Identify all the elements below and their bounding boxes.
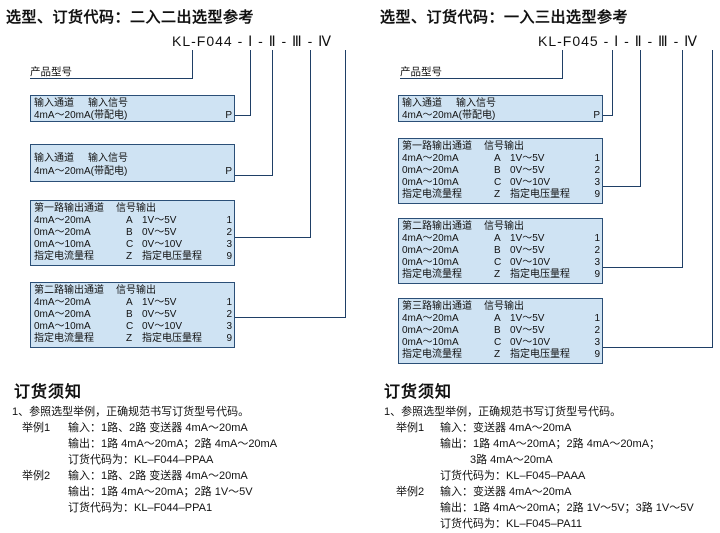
left-connector-2h <box>234 175 273 176</box>
box-row-label: 4mA～20mA(带配电) <box>402 110 496 121</box>
right-connector-1h <box>603 115 613 116</box>
right-order-title: 订货须知 <box>384 384 453 401</box>
left-example-2-input: 输入：1路、2路 变送器 4mA～20mA <box>68 470 248 482</box>
box-header-1: 输入通道 <box>34 153 74 164</box>
right-example-1-label: 举例1 <box>396 422 425 434</box>
box-header-1: 输入通道 <box>34 98 74 109</box>
left-connector-2 <box>272 50 273 176</box>
left-input-box-1: 输入通道 输入信号 4mA～20mA(带配电) P <box>30 95 235 122</box>
right-order-note: 1、参照选型举例，正确规范书写订货型号代码。 <box>384 406 622 418</box>
box-row-code: P <box>225 166 232 177</box>
left-product-underline <box>30 78 192 79</box>
box-header-1: 第一路输出通道 <box>402 141 472 152</box>
box-header-1: 第二路输出通道 <box>402 221 472 232</box>
right-example-2-label: 举例2 <box>396 486 425 498</box>
left-input-box-2: 输入通道 输入信号 4mA～20mA(带配电) P <box>30 144 235 182</box>
right-example-2-code: 订货代码为：KL–F045–PA11 <box>440 518 583 530</box>
left-example-1-code: 订货代码为：KL–F044–PPAA <box>68 454 214 466</box>
right-example-1-output-cont: 3路 4mA～20mA <box>470 454 553 466</box>
left-example-1-label: 举例1 <box>22 422 51 434</box>
box-header-2: 输入信号 <box>456 98 496 109</box>
left-example-2-output: 输出：1路 4mA～20mA；2路 1V～5V <box>68 486 253 498</box>
box-row-label: 4mA～20mA(带配电) <box>34 166 128 177</box>
right-connector-2 <box>640 50 641 187</box>
left-product-connector <box>192 50 193 79</box>
box-header-1: 第三路输出通道 <box>402 301 472 312</box>
left-model-code: KL-F044 - Ⅰ - Ⅱ - Ⅲ - Ⅳ <box>172 33 333 49</box>
box-header-2: 输入信号 <box>88 153 128 164</box>
right-model-code: KL-F045 - Ⅰ - Ⅱ - Ⅲ - Ⅳ <box>538 33 699 49</box>
left-connector-3 <box>310 50 311 238</box>
box-header-2: 信号输出 <box>116 285 156 296</box>
left-order-title: 订货须知 <box>14 384 83 401</box>
box-header-1: 第一路输出通道 <box>34 203 104 214</box>
box-row-code: P <box>225 110 232 121</box>
right-example-1-output: 输出：1路 4mA～20mA；2路 4mA～20mA； <box>440 438 661 450</box>
left-connector-4 <box>345 50 346 318</box>
left-example-2-code: 订货代码为：KL–F044–PPA1 <box>68 502 213 514</box>
right-product-label: 产品型号 <box>400 66 442 78</box>
left-connector-4h <box>234 317 346 318</box>
right-connector-3h <box>603 267 683 268</box>
right-connector-4 <box>712 50 713 348</box>
right-example-2-output: 输出：1路 4mA～20mA；2路 1V～5V；3路 1V～5V <box>440 502 694 514</box>
left-title: 选型、订货代码：二入二出选型参考 <box>6 9 255 26</box>
left-connector-1h <box>234 115 251 116</box>
box-row-code: P <box>593 110 600 121</box>
right-connector-3 <box>682 50 683 268</box>
right-input-box: 输入通道 输入信号 4mA～20mA(带配电) P <box>398 95 603 122</box>
right-title: 选型、订货代码：一入三出选型参考 <box>380 9 629 26</box>
left-example-1-output: 输出：1路 4mA～20mA；2路 4mA～20mA <box>68 438 278 450</box>
left-example-2-label: 举例2 <box>22 470 51 482</box>
left-example-1-input: 输入：1路、2路 变送器 4mA～20mA <box>68 422 248 434</box>
right-connector-4h <box>603 347 713 348</box>
left-product-label: 产品型号 <box>30 66 72 78</box>
box-header-2: 信号输出 <box>484 301 524 312</box>
box-row-label: 4mA～20mA(带配电) <box>34 110 128 121</box>
box-header-2: 信号输出 <box>484 221 524 232</box>
right-example-1-input: 输入：变送器 4mA～20mA <box>440 422 572 434</box>
box-header-2: 输入信号 <box>88 98 128 109</box>
box-header-2: 信号输出 <box>484 141 524 152</box>
right-example-1-code: 订货代码为：KL–F045–PAAA <box>440 470 586 482</box>
right-connector-1 <box>612 50 613 116</box>
box-header-1: 输入通道 <box>402 98 442 109</box>
right-product-underline <box>400 78 562 79</box>
right-connector-2h <box>603 186 641 187</box>
left-connector-3h <box>234 237 311 238</box>
box-header-2: 信号输出 <box>116 203 156 214</box>
box-header-1: 第二路输出通道 <box>34 285 104 296</box>
right-example-2-input: 输入：变送器 4mA～20mA <box>440 486 572 498</box>
left-connector-1 <box>250 50 251 116</box>
right-product-connector <box>562 50 563 79</box>
left-order-note: 1、参照选型举例，正确规范书写订货型号代码。 <box>12 406 250 418</box>
